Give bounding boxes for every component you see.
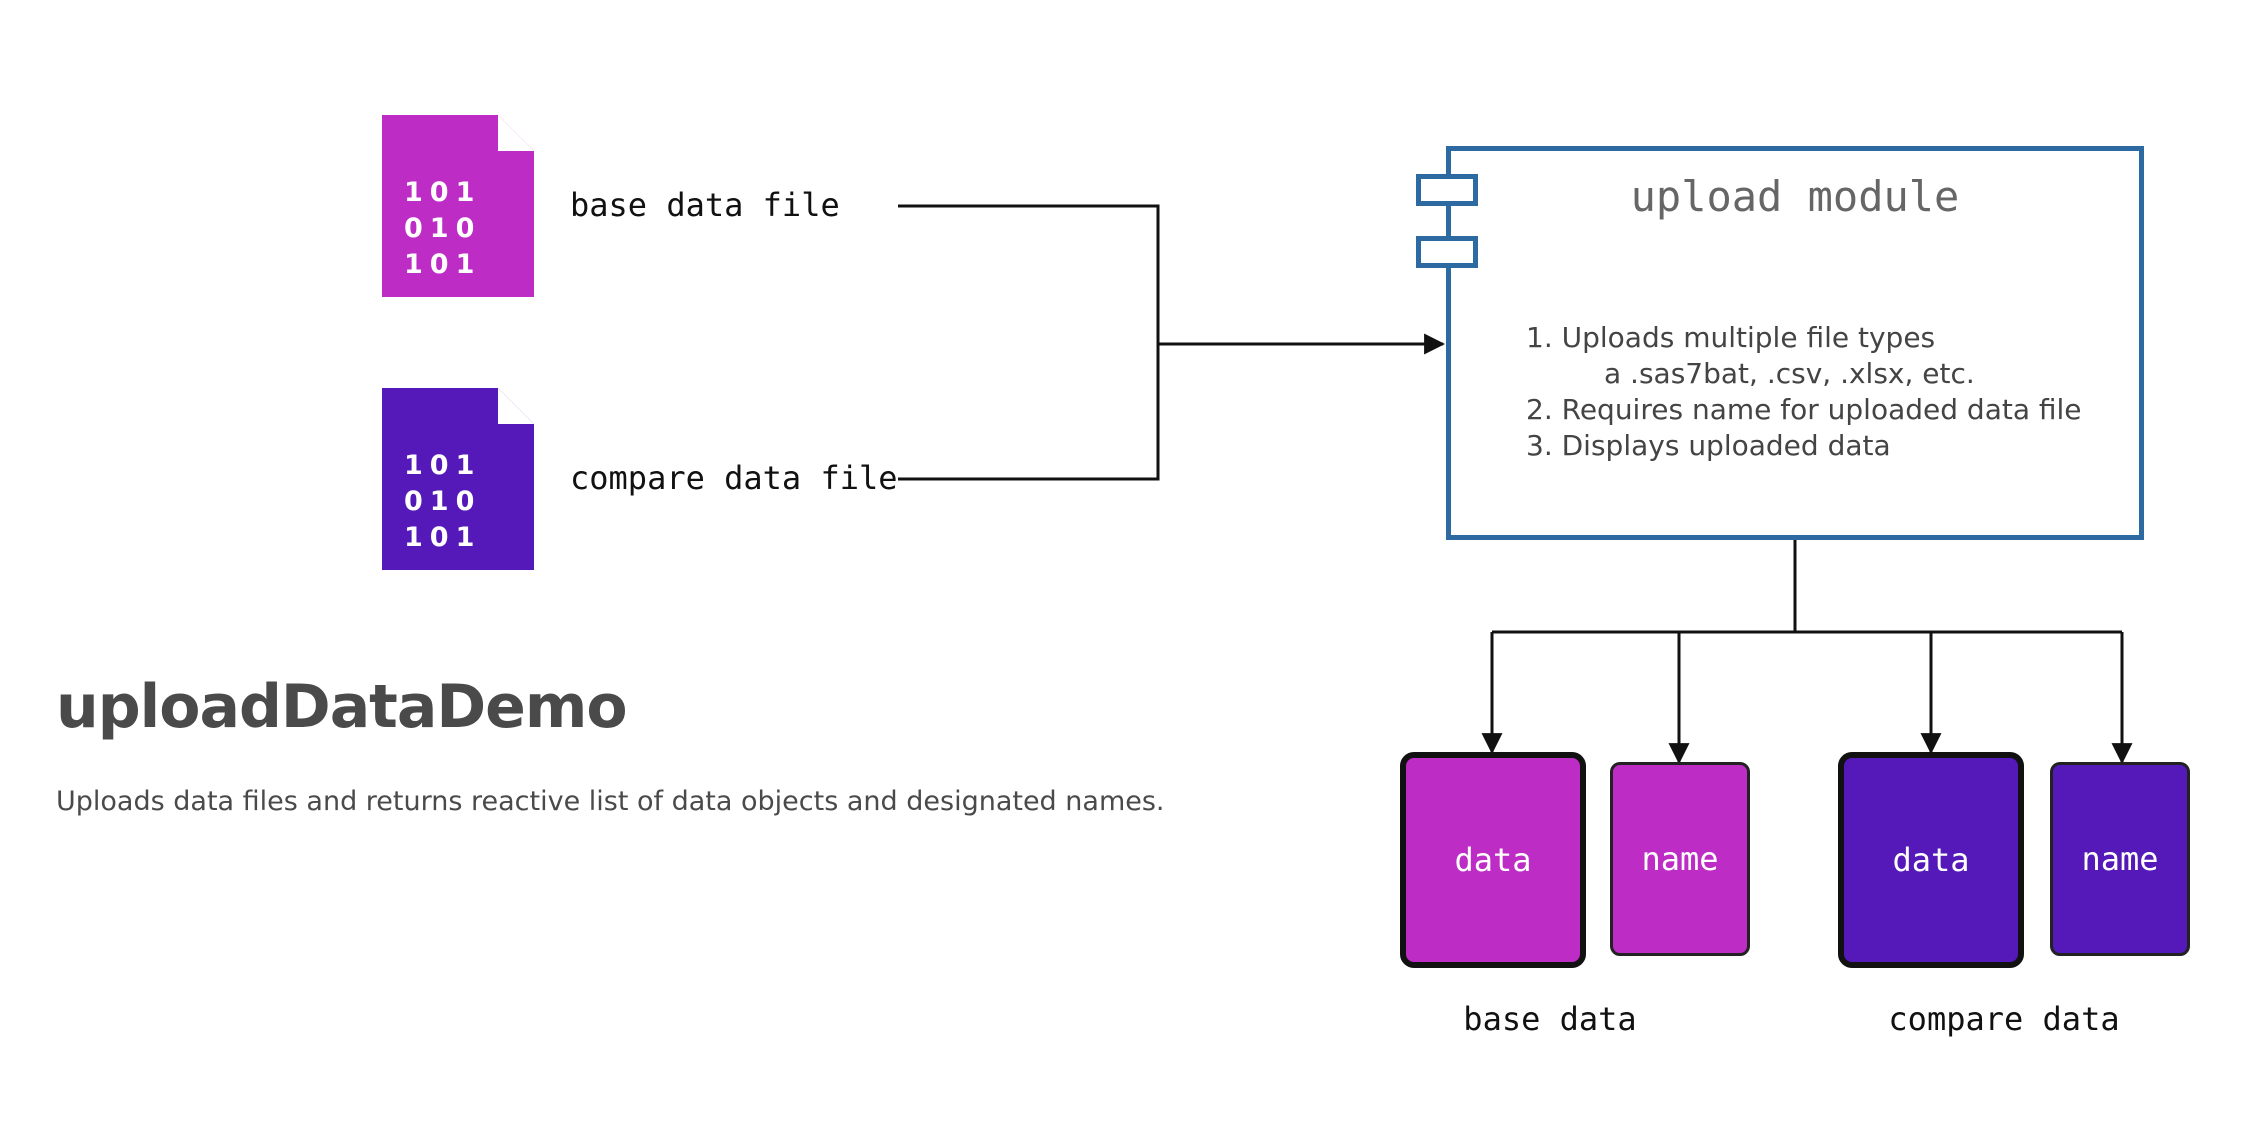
base-data-file-icon: 101 010 101 <box>382 115 534 297</box>
base-data-file-label: base data file <box>570 186 840 224</box>
compare-data-file-icon: 101 010 101 <box>382 388 534 570</box>
base-name-output: name <box>1610 762 1750 956</box>
feature-item: 1. Uploads multiple file types <box>1526 321 1936 354</box>
compare-data-group-label: compare data <box>1888 1000 2120 1038</box>
app-title: uploadDataDemo <box>56 672 628 742</box>
compare-data-file-label: compare data file <box>570 459 898 497</box>
base-data-output-label: data <box>1454 841 1532 879</box>
binary-digits: 101 010 101 <box>404 177 482 280</box>
base-file-connector <box>898 204 1160 344</box>
compare-data-output: data <box>1838 752 2024 968</box>
compare-name-output-label: name <box>2081 840 2159 878</box>
feature-item: 2. Requires name for uploaded data file <box>1526 393 2082 426</box>
app-description: Uploads data files and returns reactive … <box>56 786 1165 817</box>
base-data-output: data <box>1400 752 1586 968</box>
base-name-output-label: name <box>1641 840 1719 878</box>
component-tab-bottom <box>1416 236 1478 268</box>
upload-module-title: upload module <box>1630 172 1960 221</box>
binary-digits: 101 010 101 <box>404 450 482 553</box>
feature-list: 1. Uploads multiple file types a .sas7ba… <box>1526 320 2082 464</box>
compare-file-connector <box>898 344 1160 481</box>
upload-module-box <box>1446 146 2144 540</box>
feature-item: 3. Displays uploaded data <box>1526 429 1891 462</box>
compare-data-output-label: data <box>1892 841 1970 879</box>
component-tab-top <box>1416 174 1478 206</box>
base-data-group-label: base data <box>1463 1000 1637 1038</box>
compare-name-output: name <box>2050 762 2190 956</box>
feature-subitem: a .sas7bat, .csv, .xlsx, etc. <box>1604 357 1975 390</box>
